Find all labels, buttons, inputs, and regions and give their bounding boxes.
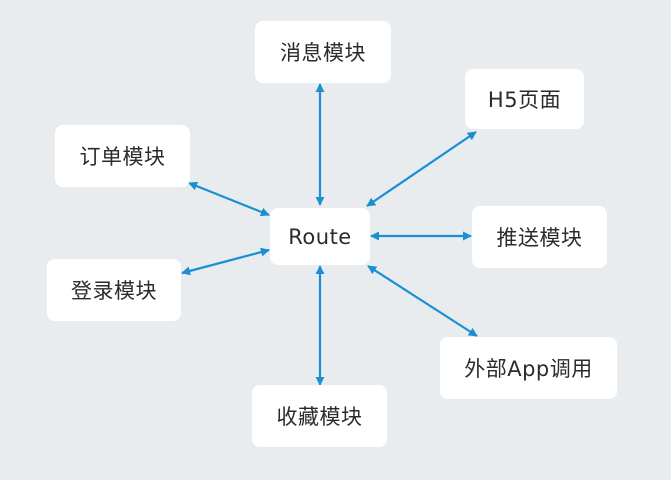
node-order-module: 订单模块	[55, 125, 190, 187]
node-message-module: 消息模块	[255, 21, 391, 83]
node-route: Route	[270, 208, 370, 265]
node-collect-module: 收藏模块	[252, 385, 387, 447]
node-push-module: 推送模块	[472, 206, 607, 268]
node-h5-page: H5页面	[465, 69, 584, 129]
node-login-module: 登录模块	[47, 259, 181, 321]
node-external-app-call: 外部App调用	[440, 337, 617, 399]
arrow-route-login	[181, 247, 270, 276]
arrow-route-external	[367, 265, 478, 337]
arrow-route-h5	[366, 131, 477, 207]
arrow-route-order	[188, 181, 270, 217]
